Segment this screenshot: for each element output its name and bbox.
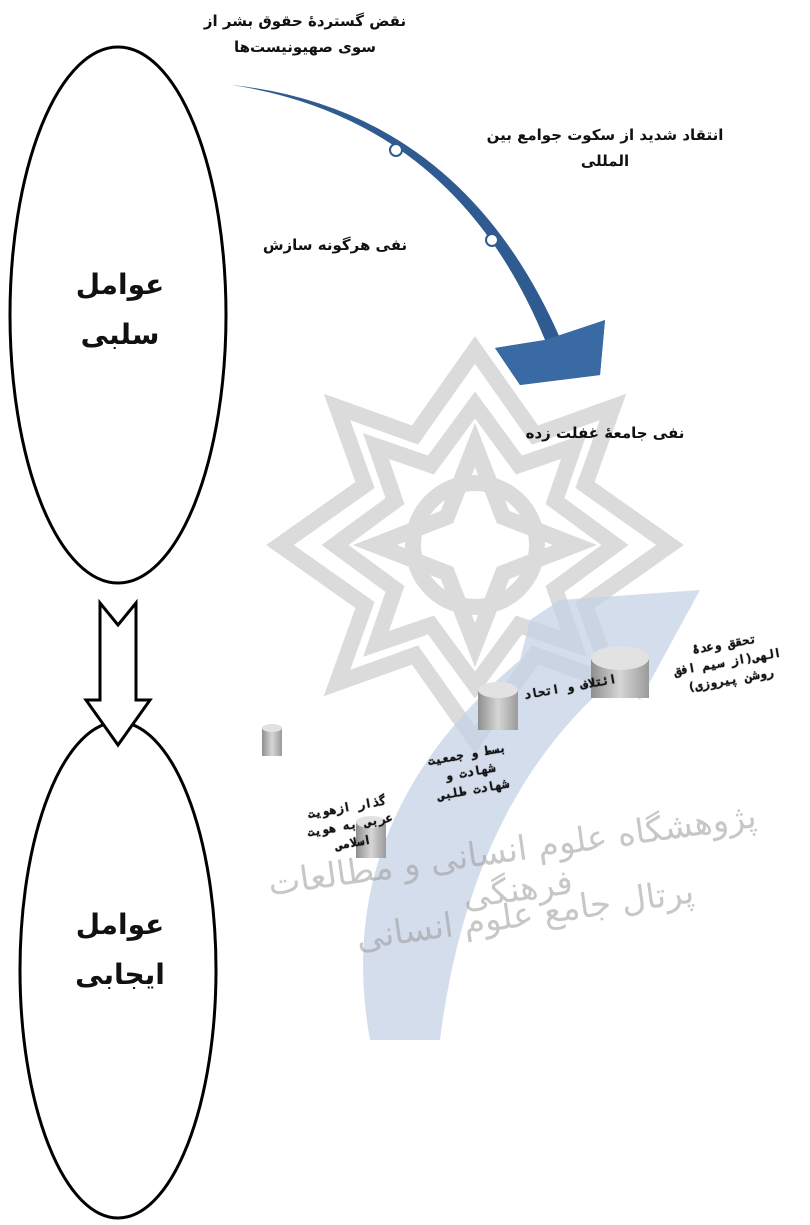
negative-item-1-line1: نقض گستردۀ حقوق بشر از	[203, 12, 407, 30]
positive-title-line1: عوامل	[75, 908, 165, 941]
negative-item-4-line1: نفی جامعۀ غفلت زده	[525, 424, 685, 442]
negative-item-1-line2: سوی صهیونیست‌ها	[234, 38, 376, 56]
arrow-marker-2	[485, 233, 499, 247]
negative-title-line1: عوامل	[75, 268, 165, 301]
negative-title-line2: سلبی	[80, 318, 160, 351]
positive-title-line2: ایجابی	[75, 958, 165, 991]
negative-item-2: انتقاد شدید از سکوت جوامع بین المللی	[455, 122, 755, 174]
step-shape-4	[591, 646, 649, 698]
negative-item-3: نفی هرگونه سازش	[235, 232, 435, 258]
negative-item-2-line1: انتقاد شدید از سکوت جوامع بین	[486, 126, 724, 144]
positive-title: عوامل ایجابی	[40, 900, 200, 1000]
negative-item-1: نقض گستردۀ حقوق بشر از سوی صهیونیست‌ها	[170, 8, 440, 60]
step-shape-2	[356, 816, 386, 858]
arrow-marker-1	[389, 143, 403, 157]
negative-title: عوامل سلبی	[40, 260, 200, 360]
negative-ellipse	[8, 45, 228, 585]
negative-item-4: نفی جامعۀ غفلت زده	[505, 420, 705, 446]
negative-item-3-line1: نفی هرگونه سازش	[262, 236, 408, 254]
down-arrow	[83, 598, 153, 748]
negative-item-2-line2: المللی	[580, 152, 630, 170]
step-shape-1	[262, 724, 282, 756]
step-shape-3	[478, 682, 518, 730]
